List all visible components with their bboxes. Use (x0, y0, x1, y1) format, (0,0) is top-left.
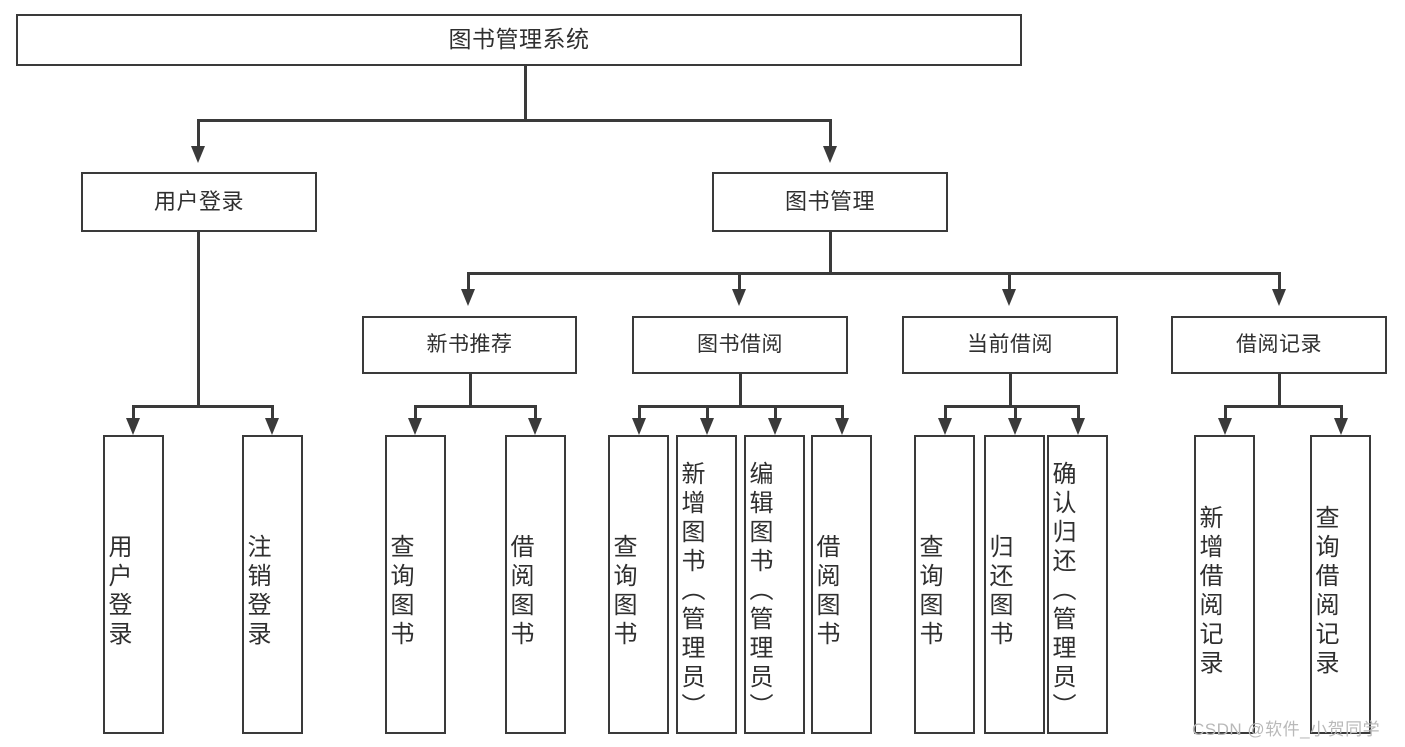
connector-book-manage-stem (829, 232, 832, 274)
leaf-book-borrow-add[interactable]: 新增图书（管理员） (676, 435, 737, 734)
arrowhead-borrow-record-leaf-2 (1334, 418, 1348, 435)
node-label: 注销登录 (243, 533, 270, 650)
leaf-borrow-record-query[interactable]: 查询借阅记录 (1310, 435, 1371, 734)
node-new-book-recommend[interactable]: 新书推荐 (362, 316, 577, 374)
connector-to-current-borrow (1008, 272, 1011, 292)
arrowhead-book-borrow-leaf-2 (700, 418, 714, 435)
connector-new-book-bus (414, 405, 534, 408)
node-label: 图书借阅 (697, 332, 783, 356)
node-label: 归还图书 (985, 533, 1012, 650)
connector-root-to-user-login (197, 119, 200, 148)
node-label: 用户登录 (104, 533, 131, 650)
node-label: 新增借阅记录 (1195, 504, 1222, 679)
leaf-user-login-login[interactable]: 用户登录 (103, 435, 164, 734)
node-label: 查询借阅记录 (1311, 504, 1338, 679)
node-current-borrow[interactable]: 当前借阅 (902, 316, 1118, 374)
connector-borrow-record-stem (1278, 374, 1281, 407)
node-label: 查询图书 (609, 533, 636, 650)
connector-user-login-to-leaf-1 (132, 405, 135, 421)
node-label: 借阅记录 (1236, 332, 1322, 356)
node-book-borrow[interactable]: 图书借阅 (632, 316, 848, 374)
connector-book-borrow-leaf-2 (706, 405, 709, 421)
connector-borrow-record-bus (1224, 405, 1342, 408)
arrowhead-user-login-leaf-1 (126, 418, 140, 435)
leaf-current-borrow-query[interactable]: 查询图书 (914, 435, 975, 734)
connector-borrow-record-leaf-1 (1224, 405, 1227, 421)
arrowhead-new-book-leaf-2 (528, 418, 542, 435)
connector-current-borrow-leaf-3 (1077, 405, 1080, 421)
arrowhead-borrow-record-leaf-1 (1218, 418, 1232, 435)
connector-new-book-leaf-2 (534, 405, 537, 421)
arrowhead-root-to-book-manage (823, 146, 837, 163)
connector-book-borrow-leaf-3 (774, 405, 777, 421)
connector-root-bus (197, 119, 831, 122)
connector-to-borrow-record (1278, 272, 1281, 292)
node-label: 用户登录 (153, 189, 244, 215)
connector-current-borrow-stem (1009, 374, 1012, 407)
arrowhead-user-login-leaf-2 (265, 418, 279, 435)
node-root-system[interactable]: 图书管理系统 (16, 14, 1022, 66)
node-user-login[interactable]: 用户登录 (81, 172, 317, 232)
arrowhead-book-borrow-leaf-1 (632, 418, 646, 435)
arrowhead-book-borrow-leaf-4 (835, 418, 849, 435)
leaf-current-borrow-confirm-return[interactable]: 确认归还（管理员） (1047, 435, 1108, 734)
arrowhead-current-borrow (1002, 289, 1016, 306)
connector-to-new-book (467, 272, 470, 292)
node-label: 查询图书 (915, 533, 942, 650)
leaf-book-borrow-borrow[interactable]: 借阅图书 (811, 435, 872, 734)
connector-book-borrow-leaf-4 (841, 405, 844, 421)
leaf-book-borrow-edit[interactable]: 编辑图书（管理员） (744, 435, 805, 734)
node-label: 借阅图书 (506, 533, 533, 650)
connector-borrow-record-leaf-2 (1340, 405, 1343, 421)
node-label: 当前借阅 (967, 332, 1053, 356)
connector-level3-bus (467, 272, 1280, 275)
connector-book-borrow-leaf-1 (638, 405, 641, 421)
watermark: CSDN @软件_小贺同学 (1192, 720, 1381, 739)
arrowhead-book-borrow-leaf-3 (768, 418, 782, 435)
arrowhead-current-borrow-leaf-3 (1071, 418, 1085, 435)
connector-root-to-book-manage (829, 119, 832, 148)
connector-book-borrow-stem (739, 374, 742, 407)
connector-user-login-to-leaf-2 (271, 405, 274, 421)
connector-to-book-borrow (738, 272, 741, 292)
arrowhead-new-book (461, 289, 475, 306)
connector-current-borrow-leaf-2 (1014, 405, 1017, 421)
connector-new-book-leaf-1 (414, 405, 417, 421)
node-label: 编辑图书（管理员） (745, 461, 772, 722)
node-label: 新书推荐 (426, 332, 513, 356)
node-borrow-record[interactable]: 借阅记录 (1171, 316, 1387, 374)
leaf-current-borrow-return[interactable]: 归还图书 (984, 435, 1045, 734)
connector-user-login-stem (197, 232, 200, 407)
node-book-management[interactable]: 图书管理 (712, 172, 948, 232)
node-label: 图书管理 (784, 189, 875, 215)
connector-root-stem (524, 66, 527, 121)
node-label: 新增图书（管理员） (677, 461, 704, 722)
leaf-new-book-query[interactable]: 查询图书 (385, 435, 446, 734)
arrowhead-new-book-leaf-1 (408, 418, 422, 435)
connector-current-borrow-leaf-1 (944, 405, 947, 421)
connector-user-login-bus (132, 405, 271, 408)
arrowhead-current-borrow-leaf-2 (1008, 418, 1022, 435)
node-label: 借阅图书 (812, 533, 839, 650)
leaf-new-book-borrow[interactable]: 借阅图书 (505, 435, 566, 734)
node-label: 查询图书 (386, 533, 413, 650)
connector-book-borrow-bus (638, 405, 843, 408)
connector-new-book-stem (469, 374, 472, 407)
leaf-user-login-logout[interactable]: 注销登录 (242, 435, 303, 734)
connector-current-borrow-bus (944, 405, 1079, 408)
arrowhead-root-to-user-login (191, 146, 205, 163)
node-label: 图书管理系统 (448, 26, 590, 53)
node-label: 确认归还（管理员） (1048, 461, 1075, 722)
leaf-book-borrow-query[interactable]: 查询图书 (608, 435, 669, 734)
arrowhead-current-borrow-leaf-1 (938, 418, 952, 435)
arrowhead-borrow-record (1272, 289, 1286, 306)
arrowhead-book-borrow (732, 289, 746, 306)
leaf-borrow-record-add[interactable]: 新增借阅记录 (1194, 435, 1255, 734)
